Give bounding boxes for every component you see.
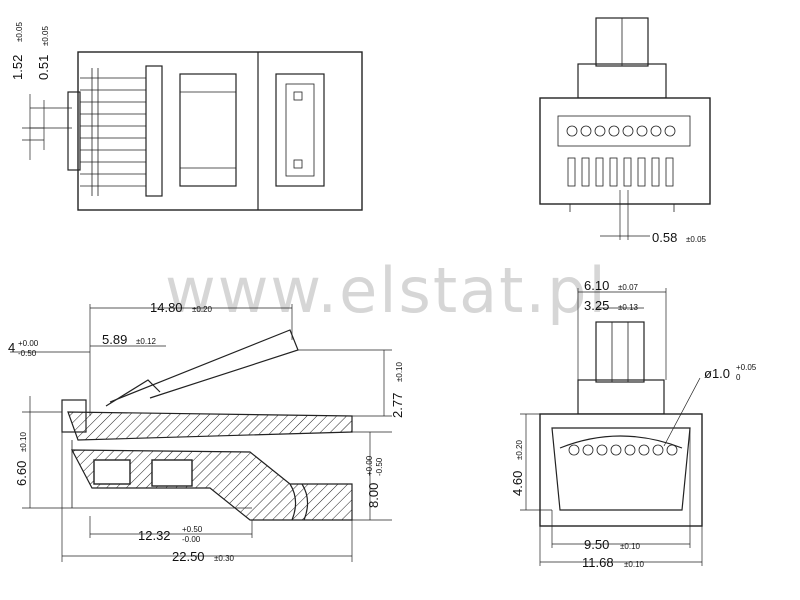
dim-6-60-label: 6.60 [14,461,29,486]
dim-4-60-tol: ±0.20 [515,439,524,460]
dim-1-52-tol: ±0.05 [15,21,24,42]
side-section-view [61,329,353,521]
dim-6-60-tol: ±0.10 [19,431,28,452]
side-dimensions: 14.80 ±0.20 5.89 ±0.12 4 +0.00 -0.50 2.7… [8,300,405,564]
dim-0-58-tol: ±0.05 [686,235,707,244]
dim-11-68-label: 11.68 [582,555,614,570]
dim-0-51-label: 0.51 [36,55,51,80]
front-view [539,17,711,212]
dim-22-50-label: 22.50 [172,549,205,564]
dimension-1-52: 1.52 ±0.05 0.51 ±0.05 [10,21,72,160]
dim-3-25-tol: ±0.13 [618,303,639,312]
rear-contact-circles [568,444,678,456]
watermark: www.elstat.pl [165,254,608,327]
front-contact-circles [566,125,676,137]
rear-dimensions: 6.10 ±0.07 3.25 ±0.13 ø1.0 +0.05 0 4.60 … [510,278,757,570]
front-pins [567,157,674,187]
dim-phi-tol-up: +0.05 [736,363,757,372]
dim-8-00-tol-up: +0.00 [365,455,374,476]
dim-22-50-tol: ±0.30 [214,554,235,563]
dim-1-52-label: 1.52 [10,55,25,80]
dim-phi-label: ø1.0 [704,366,730,381]
dim-phi-tol-dn: 0 [736,373,741,382]
dim-8-00-label: 8.00 [366,483,381,508]
dim-9-50-tol: ±0.10 [620,542,641,551]
dim-5-89-tol: ±0.12 [136,337,157,346]
dim-12-32-label: 12.32 [138,528,171,543]
dim-4-60-label: 4.60 [510,471,525,496]
dim-12-32-tol-dn: -0.00 [182,535,201,544]
dim-0-51-tol: ±0.05 [41,25,50,46]
dim-5-89-label: 5.89 [102,332,127,347]
dim-12-32-tol-up: +0.50 [182,525,203,534]
dim-11-68-tol: ±0.10 [624,560,645,569]
dim-6-10-tol: ±0.07 [618,283,639,292]
contact-pins [80,68,146,196]
dimension-0-58: 0.58 ±0.05 [600,190,707,245]
dim-8-00-tol-dn: -0.50 [375,457,384,476]
rear-view [539,321,703,527]
dim-14-80-label: 14.80 [150,300,183,315]
dim-4-tol-up: +0.00 [18,339,39,348]
dim-2-77-tol: ±0.10 [395,361,404,382]
dim-14-80-tol: ±0.20 [192,305,213,314]
dim-4-label: 4 [8,340,15,355]
dim-2-77-label: 2.77 [390,393,405,418]
dim-3-25-label: 3.25 [584,298,609,313]
top-view [67,51,363,211]
dim-6-10-label: 6.10 [584,278,609,293]
dim-0-58-label: 0.58 [652,230,677,245]
dim-4-tol-dn: -0.50 [18,349,37,358]
dim-9-50-label: 9.50 [584,537,609,552]
